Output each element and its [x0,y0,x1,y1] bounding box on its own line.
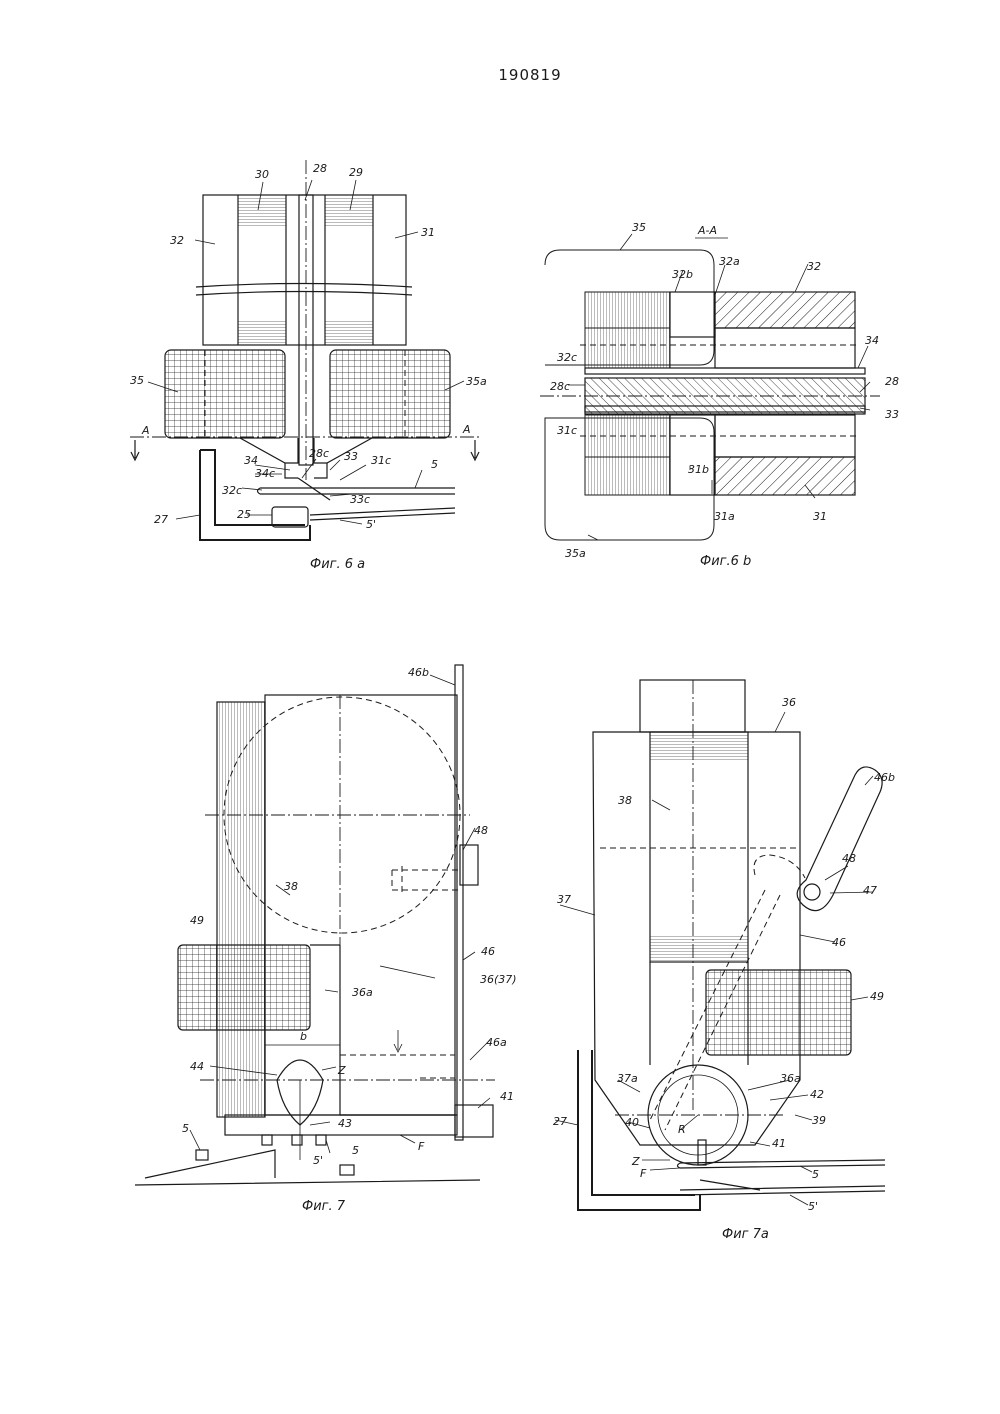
figure-7-caption: Фиг. 7 [302,1199,346,1214]
label-30: 30 [255,168,269,181]
label-27: 27 [154,513,168,526]
label-5-prime: 5' [313,1154,323,1167]
label-b: b [300,1030,307,1043]
label-35: 35 [130,374,144,387]
label-5-right: 5 [352,1144,359,1157]
label-34: 34 [244,454,258,467]
label-32: 32 [170,234,184,247]
label-28: 28 [313,162,327,175]
figure-6a: 28 30 29 32 31 35 35a A A 34 34c 28c 33 … [130,160,487,572]
figure-6b: A-A [540,221,899,569]
label-33: 33 [344,450,358,463]
label-36a: 36a [780,1072,801,1085]
label-31: 31 [421,226,435,239]
label-28c: 28c [309,447,329,460]
label-48: 48 [842,852,856,865]
label-36: 36 [782,696,796,709]
label-31c: 31c [557,424,577,437]
figure-7a: 36 46b 38 48 47 37 46 49 27 37a 36a 42 4… [553,680,895,1242]
label-48: 48 [474,824,488,837]
label-31b: 31b [688,463,709,476]
label-25: 25 [237,508,251,521]
label-40: 40 [625,1116,639,1129]
label-32a: 32a [719,255,740,268]
label-46b: 46b [874,771,895,784]
label-32b: 32b [672,268,693,281]
section-label: A-A [697,224,717,237]
label-z: Z [631,1155,640,1168]
label-32c: 32c [557,351,577,364]
label-37: 37 [557,893,571,906]
label-5-left: 5 [182,1122,189,1135]
label-43: 43 [338,1117,352,1130]
label-31c: 31c [371,454,391,467]
figure-6b-caption: Фиг.6 b [700,554,751,569]
label-33c: 33c [350,493,370,506]
label-38: 38 [284,880,298,893]
label-5-prime: 5' [366,518,376,531]
label-35a: 35a [565,547,586,560]
label-32c: 32c [222,484,242,497]
label-28: 28 [885,375,899,388]
label-41: 41 [500,1090,514,1103]
label-34: 34 [865,334,879,347]
label-35a: 35a [466,375,487,388]
label-z: Z [337,1064,346,1077]
label-32: 32 [807,260,821,273]
label-46: 46 [481,945,495,958]
label-36-37: 36(37) [480,973,517,986]
label-41: 41 [772,1137,786,1150]
label-5: 5 [431,458,438,471]
figure-7: 46b 48 38 46 49 36(37) 36a b 46a 44 Z 41… [135,665,517,1214]
figure-7a-caption: Фиг 7a [722,1227,769,1242]
label-42: 42 [810,1088,824,1101]
label-27: 27 [553,1115,567,1128]
label-37a: 37a [617,1072,638,1085]
label-34c: 34c [255,467,275,480]
label-38: 38 [618,794,632,807]
label-36a: 36a [352,986,373,999]
label-47: 47 [863,884,877,897]
label-f: F [418,1140,425,1153]
label-39: 39 [812,1114,826,1127]
label-46b: 46b [408,666,429,679]
label-31a: 31a [714,510,735,523]
label-35: 35 [632,221,646,234]
figure-6a-caption: Фиг. 6 а [310,557,365,572]
label-5-prime: 5' [808,1200,818,1213]
label-28c: 28c [550,380,570,393]
label-f: F [640,1167,647,1180]
label-a-right: A [462,423,471,436]
label-a-left: A [141,424,150,437]
label-33: 33 [885,408,899,421]
label-44: 44 [190,1060,204,1073]
label-49: 49 [870,990,884,1003]
label-46: 46 [832,936,846,949]
label-5: 5 [812,1168,819,1181]
label-49: 49 [190,914,204,927]
label-46a: 46a [486,1036,507,1049]
label-31: 31 [813,510,827,523]
label-r: R [678,1123,686,1136]
label-29: 29 [349,166,363,179]
